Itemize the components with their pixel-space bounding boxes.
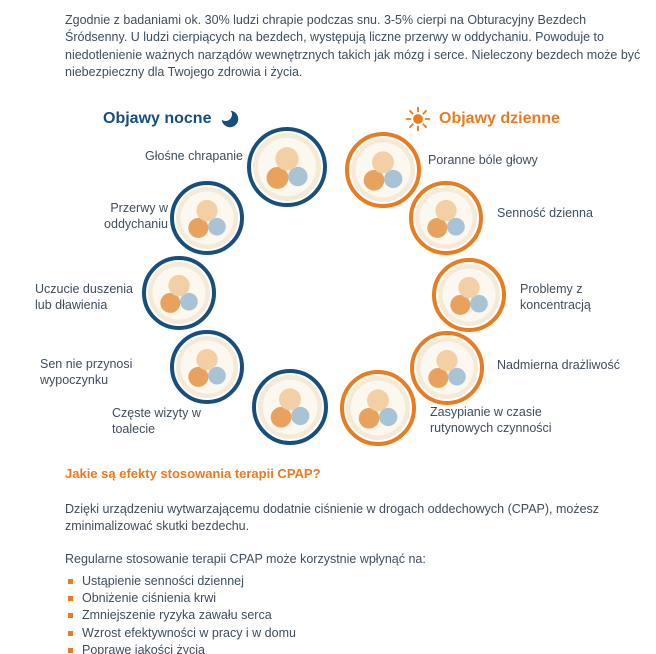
cpap-heading: Jakie są efekty stosowania terapii CPAP? (65, 466, 321, 481)
sun-icon (405, 106, 431, 132)
bullet-icon (68, 630, 73, 636)
irritability-illustration (416, 337, 478, 399)
unrefreshing-sleep-illustration (176, 336, 238, 398)
morning-headache-illustration (351, 138, 415, 202)
symptom-circle-falling-asleep (340, 370, 416, 446)
symptom-circle-choking (142, 256, 216, 330)
cpap-list-intro: Regularne stosowanie terapii CPAP może k… (65, 551, 426, 566)
symptom-circle-loud-snoring (247, 127, 327, 207)
symptom-circle-concentration-problems (432, 258, 506, 332)
benefit-item: Poprawę jakości życia (65, 642, 640, 654)
benefit-text: Ustąpienie senności dziennej (82, 573, 244, 588)
benefit-item: Wzrost efektywności w pracy i w domu (65, 625, 640, 642)
intro-paragraph: Zgodnie z badaniami ok. 30% ludzi chrapi… (65, 13, 641, 79)
day-symptoms-title: Objawy dzienne (439, 110, 560, 127)
symptom-label-toilet-visits: Częste wizyty w toalecie (112, 406, 201, 437)
cpap-intro-paragraph: Dzięki urządzeniu wytwarzającemu dodatni… (65, 502, 600, 534)
daytime-sleepiness-illustration (415, 187, 477, 249)
bullet-icon (68, 596, 73, 601)
cpap-section: Jakie są efekty stosowania terapii CPAP?… (65, 466, 640, 654)
symptom-circle-daytime-sleepiness (409, 181, 483, 255)
moon-icon (219, 108, 241, 130)
benefit-text: Obniżenie ciśnienia krwi (82, 591, 217, 605)
symptom-circle-breathing-pauses (170, 181, 244, 255)
concentration-problems-illustration (438, 264, 500, 326)
benefit-item: Ustąpienie senności dziennej (65, 573, 640, 590)
benefit-text: Wzrost efektywności w pracy i w domu (82, 625, 296, 640)
breathing-pauses-illustration (176, 187, 238, 249)
symptom-label-concentration-problems: Problemy z koncentracją (520, 282, 591, 313)
symptom-circle-toilet-visits (252, 369, 328, 445)
bullet-icon (68, 613, 73, 619)
symptom-label-loud-snoring: Głośne chrapanie (145, 149, 243, 163)
symptom-label-breathing-pauses: Przerwy w oddychaniu (104, 201, 168, 232)
benefit-item: Zmniejszenie ryzyka zawału serca (65, 607, 640, 624)
symptom-circle-unrefreshing-sleep (170, 330, 244, 404)
bullet-icon (68, 647, 73, 653)
symptom-label-falling-asleep: Zasypianie w czasie rutynowych czynności (430, 405, 552, 436)
snoring-illustration (253, 133, 321, 201)
benefit-item: Obniżenie ciśnienia krwi (65, 590, 640, 607)
benefit-text: Zmniejszenie ryzyka zawału serca (82, 608, 272, 623)
symptom-label-irritability: Nadmierna drażliwość (497, 358, 620, 372)
falling-asleep-illustration (346, 376, 410, 440)
symptom-circle-irritability (410, 331, 484, 405)
symptom-label-daytime-sleepiness: Senność dzienna (497, 206, 593, 220)
night-symptoms-header: Objawy nocne (103, 108, 241, 130)
symptom-label-choking: Uczucie duszenia lub dławienia (35, 282, 133, 313)
symptom-label-morning-headache: Poranne bóle głowy (428, 153, 538, 167)
bullet-icon (68, 578, 73, 584)
symptoms-diagram: Objawy nocne (0, 100, 656, 460)
choking-illustration (148, 262, 210, 324)
cpap-benefits-list: Ustąpienie senności dziennej Obniżenie c… (65, 573, 640, 654)
benefit-text: Poprawę jakości życia (82, 642, 205, 654)
day-symptoms-header: Objawy dzienne (405, 106, 560, 132)
toilet-visits-illustration (258, 375, 322, 439)
symptom-circle-morning-headache (345, 132, 421, 208)
symptom-label-unrefreshing-sleep: Sen nie przynosi wypoczynku (40, 357, 133, 388)
night-symptoms-title: Objawy nocne (103, 110, 212, 127)
